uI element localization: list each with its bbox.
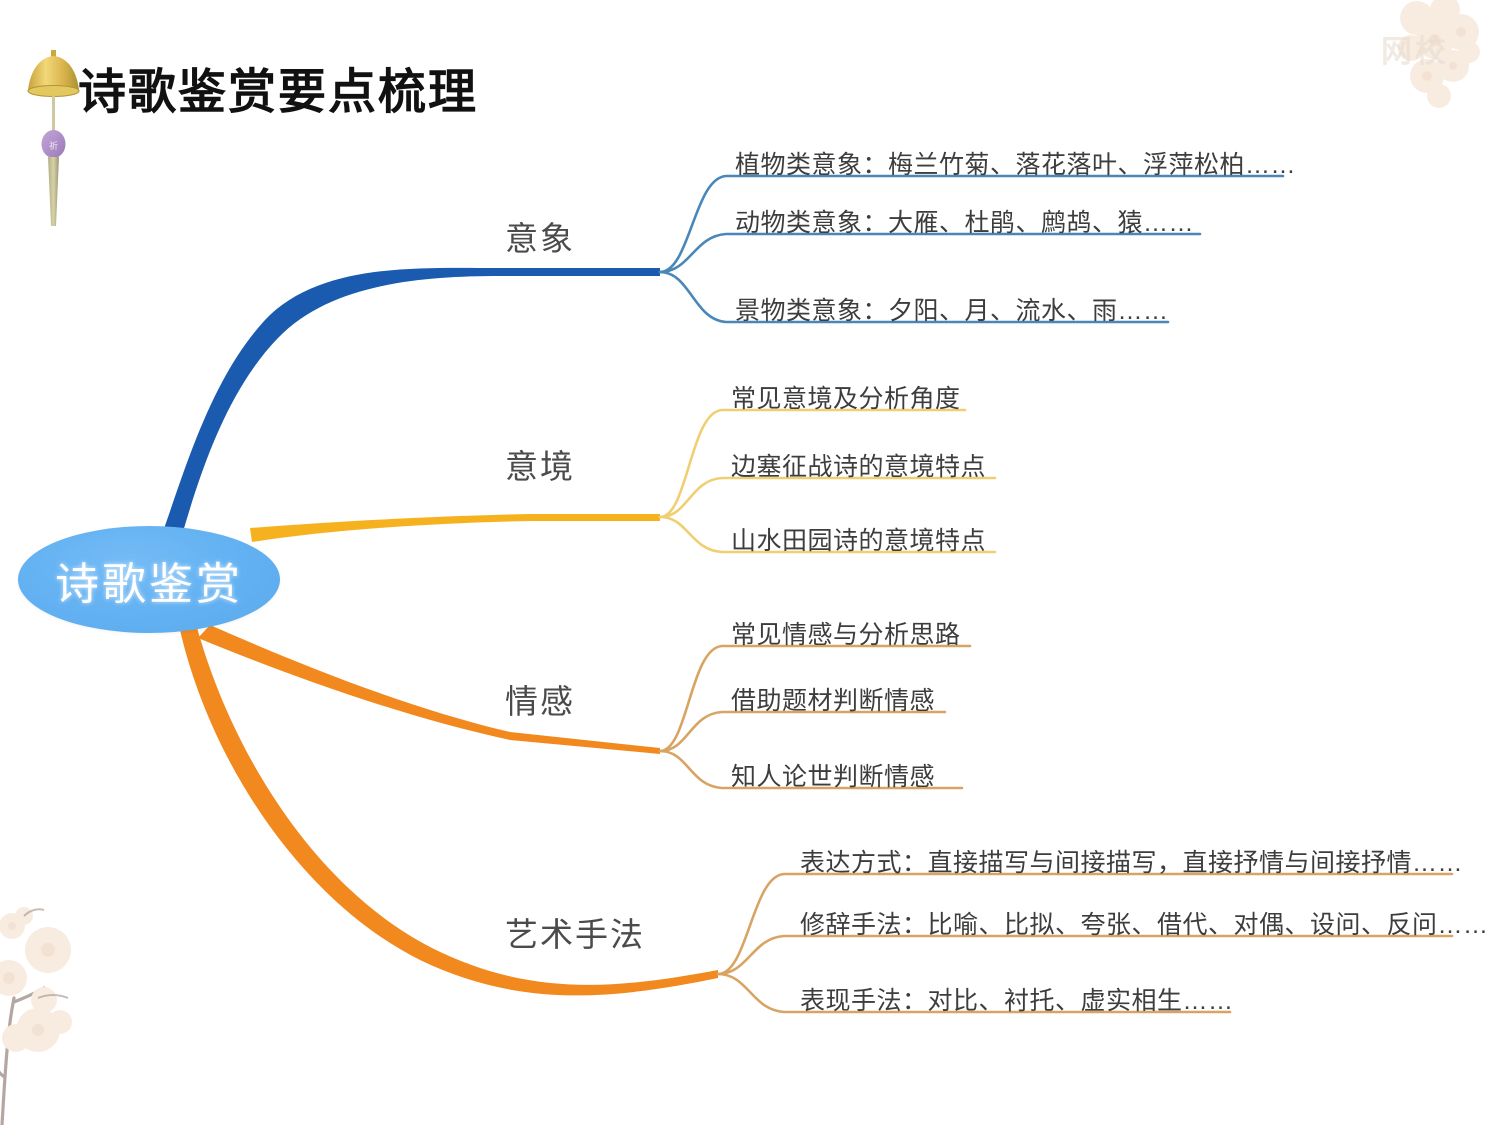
- leaf-label-yishushoufa-1[interactable]: 表达方式：直接描写与间接描写，直接抒情与间接抒情……: [800, 849, 1464, 877]
- branch-wire-yixiang: [160, 174, 1285, 556]
- branch-wire-qinggan: [198, 625, 972, 790]
- branch-wire-yijing: [250, 408, 997, 554]
- leaf-label-yijing-2[interactable]: 边塞征战诗的意境特点: [731, 453, 987, 481]
- leaf-label-qinggan-2[interactable]: 借助题材判断情感: [731, 687, 936, 715]
- leaf-label-yijing-3[interactable]: 山水田园诗的意境特点: [731, 527, 987, 555]
- leaf-label-yixiang-2[interactable]: 动物类意象：大雁、杜鹃、鹧鸪、猿……: [735, 209, 1195, 237]
- leaf-label-yishushoufa-2[interactable]: 修辞手法：比喻、比拟、夸张、借代、对偶、设问、反问……: [800, 911, 1489, 939]
- branch-label-yishushoufa[interactable]: 艺术手法: [505, 916, 645, 953]
- leaf-label-yijing-1[interactable]: 常见意境及分析角度: [731, 385, 961, 413]
- page-title: 诗歌鉴赏要点梳理: [78, 66, 479, 119]
- leaf-label-yixiang-3[interactable]: 景物类意象：夕阳、月、流水、雨……: [735, 297, 1169, 325]
- leaf-label-qinggan-3[interactable]: 知人论世判断情感: [731, 763, 936, 791]
- root-node[interactable]: 诗歌鉴赏: [18, 526, 280, 633]
- branch-wire-yishushoufa: [180, 624, 1454, 1014]
- leaf-label-yishushoufa-3[interactable]: 表现手法：对比、衬托、虚实相生……: [800, 987, 1234, 1015]
- leaf-label-qinggan-1[interactable]: 常见情感与分析思路: [731, 621, 961, 649]
- branch-label-yixiang[interactable]: 意象: [505, 220, 575, 257]
- root-node-label: 诗歌鉴赏: [55, 559, 243, 609]
- branch-label-qinggan[interactable]: 情感: [505, 683, 575, 720]
- branch-label-yijing[interactable]: 意境: [505, 448, 575, 485]
- leaf-label-yixiang-1[interactable]: 植物类意象：梅兰竹菊、落花落叶、浮萍松柏……: [735, 151, 1297, 179]
